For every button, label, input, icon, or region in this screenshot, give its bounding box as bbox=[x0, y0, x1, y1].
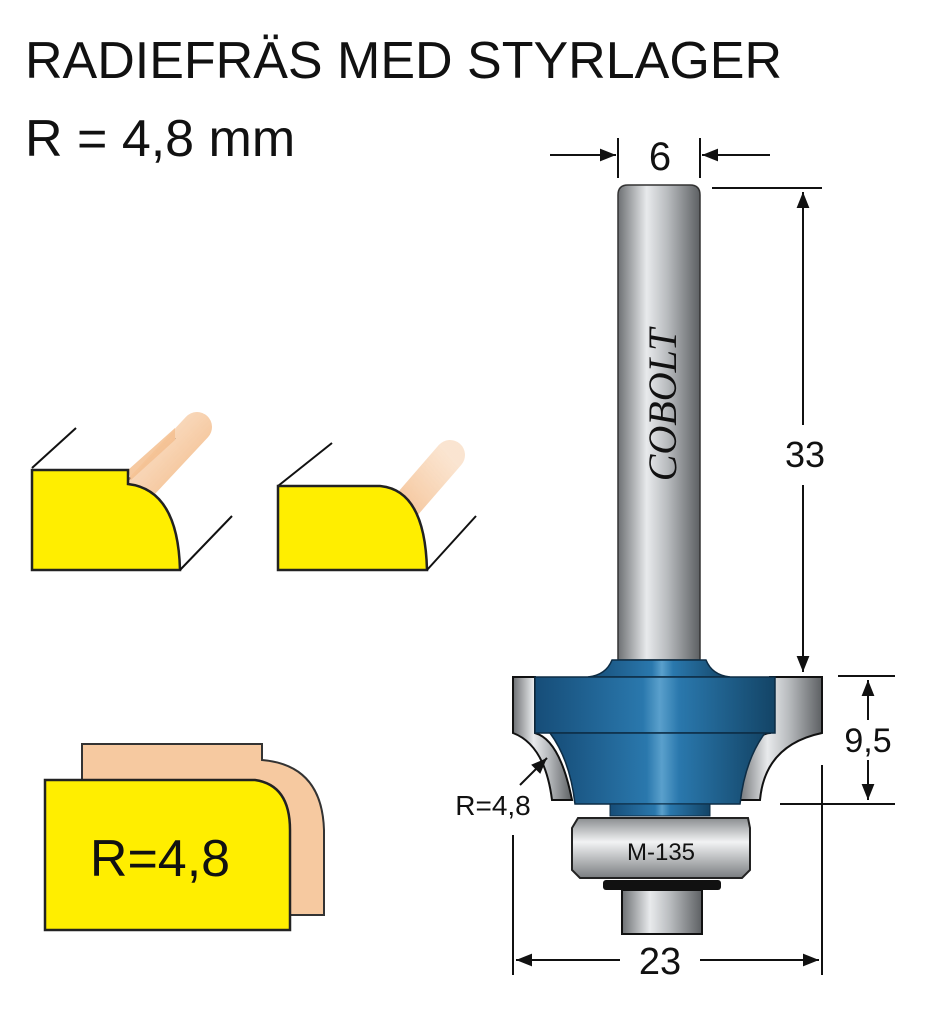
cutter-body bbox=[512, 659, 823, 817]
profile-rounded bbox=[276, 440, 477, 572]
svg-text:9,5: 9,5 bbox=[844, 722, 891, 760]
profile-radius-label: R=4,8 bbox=[90, 830, 230, 888]
profile-sample: R=4,8 bbox=[43, 743, 325, 932]
subtitle: R = 4,8 mm bbox=[25, 110, 295, 168]
svg-text:33: 33 bbox=[785, 434, 825, 475]
svg-text:6: 6 bbox=[649, 135, 671, 179]
shank: COBOLT bbox=[617, 184, 701, 661]
brand-label: COBOLT bbox=[640, 326, 685, 481]
svg-text:R=4,8: R=4,8 bbox=[455, 790, 531, 821]
dimension-cut-height: 9,5 bbox=[780, 675, 895, 805]
title: RADIEFRÄS MED STYRLAGER bbox=[25, 32, 782, 90]
svg-text:23: 23 bbox=[639, 941, 681, 983]
dimension-outer-diameter: 23 bbox=[512, 765, 823, 983]
dimension-radius: R=4,8 bbox=[455, 757, 548, 821]
profile-with-step bbox=[30, 412, 233, 572]
guide-bearing: M-135 bbox=[571, 817, 751, 935]
dimension-shank-diameter: 6 bbox=[550, 135, 770, 179]
dimension-shank-length: 33 bbox=[712, 187, 825, 672]
bearing-label: M-135 bbox=[627, 839, 695, 866]
